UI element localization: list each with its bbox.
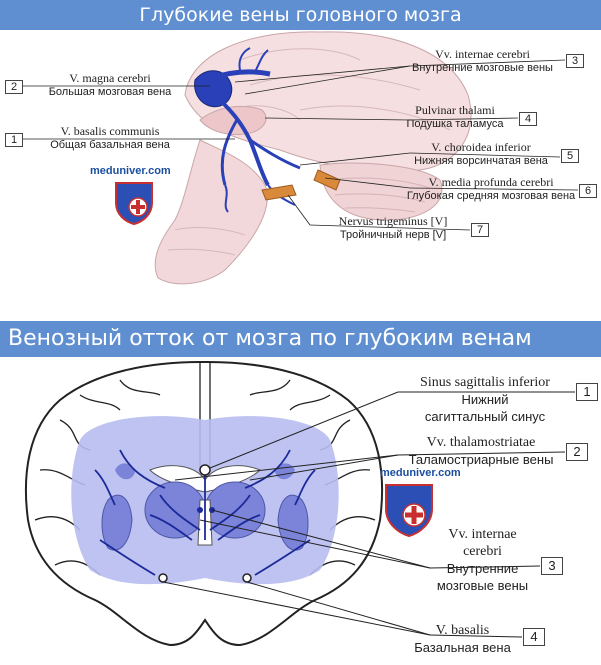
- bottom-title: Венозный отток от мозга по глубоким вена…: [0, 321, 601, 357]
- label-latin: V. media profunda cerebri: [428, 175, 554, 189]
- label-number: 2: [566, 443, 588, 461]
- label-russian: Нижняя ворсинчатая вена: [414, 155, 548, 167]
- label-number: 3: [566, 54, 584, 68]
- label-latin: Vv. thalamostriatae: [426, 435, 536, 450]
- label-nervus-trigeminus: Nervus trigeminus [V] Тройничный нерв [V…: [318, 214, 468, 242]
- sagittal-brain-view: [23, 31, 579, 285]
- meduniver-logo-bottom: meduniver.com: [372, 467, 461, 540]
- label-russian: Подушка таламуса: [406, 118, 504, 130]
- label-number: 1: [576, 383, 598, 401]
- label-v-media-profunda-cerebri: V. media profunda cerebri Глубокая средн…: [405, 175, 577, 203]
- label-v-basalis: V. basalis Базальная вена: [405, 622, 520, 656]
- label-russian: Тройничный нерв [V]: [339, 229, 447, 241]
- label-latin: V. magna cerebri: [69, 71, 151, 85]
- label-number: 4: [519, 112, 537, 126]
- label-russian: Внутренние мозговые вены: [412, 62, 553, 74]
- label-russian: Нижний сагиттальный синус: [424, 392, 546, 424]
- label-vv-internae-cerebri-bottom: Vv. internae cerebri Внутренние мозговые…: [430, 526, 535, 594]
- meduniver-logo: meduniver.com: [90, 165, 171, 228]
- shield-cross-icon: [385, 484, 433, 538]
- label-number: 4: [523, 628, 545, 646]
- label-russian: Общая базальная вена: [50, 139, 170, 151]
- label-vv-internae-cerebri: Vv. internae cerebri Внутренние мозговые…: [400, 47, 565, 75]
- label-vv-thalamostriatae: Vv. thalamostriatae Таламостриарные вены: [398, 434, 564, 468]
- label-pulvinar-thalami: Pulvinar thalami Подушка таламуса: [395, 103, 515, 131]
- label-latin: Sinus sagittalis inferior: [420, 375, 550, 390]
- label-latin: V. basalis communis: [60, 124, 160, 138]
- label-russian: Глубокая средняя мозговая вена: [406, 190, 576, 202]
- label-number: 5: [561, 149, 579, 163]
- label-number: 6: [579, 184, 597, 198]
- label-sinus-sagittalis-inferior: Sinus sagittalis inferior Нижний сагитта…: [395, 374, 575, 425]
- watermark-text: meduniver.com: [90, 165, 171, 177]
- label-v-basalis-communis: V. basalis communis Общая базальная вена: [30, 124, 190, 152]
- label-russian: Большая мозговая вена: [48, 86, 172, 98]
- shield-cross-icon: [115, 182, 153, 226]
- label-number: 1: [5, 133, 23, 147]
- label-latin: Nervus trigeminus [V]: [338, 214, 448, 228]
- label-number: 7: [471, 223, 489, 237]
- label-russian: Базальная вена: [414, 640, 511, 655]
- label-latin: V. basalis: [435, 623, 490, 638]
- label-latin: V. choroidea inferior: [431, 140, 531, 154]
- label-russian: Внутренние мозговые вены: [436, 561, 529, 593]
- label-number: 3: [541, 557, 563, 575]
- coronal-brain-view: [24, 361, 575, 647]
- watermark-text: meduniver.com: [380, 467, 461, 479]
- label-latin: Vv. internae cerebri: [448, 527, 517, 559]
- label-russian: Таламостриарные вены: [408, 452, 554, 467]
- label-v-choroidea-inferior: V. choroidea inferior Нижняя ворсинчатая…: [405, 140, 557, 168]
- label-number: 2: [5, 80, 23, 94]
- label-v-magna-cerebri: V. magna cerebri Большая мозговая вена: [30, 71, 190, 99]
- label-latin: Pulvinar thalami: [415, 103, 495, 117]
- label-latin: Vv. internae cerebri: [435, 47, 530, 61]
- top-title: Глубокие вены головного мозга: [0, 0, 601, 30]
